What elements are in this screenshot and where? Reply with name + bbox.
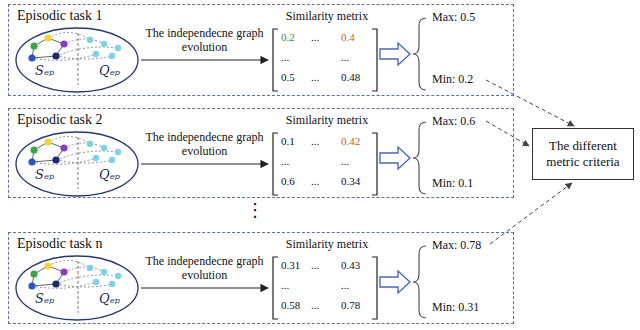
right-bracket bbox=[372, 257, 377, 319]
matrix-cell: ... bbox=[341, 51, 349, 64]
evolution-arrow bbox=[141, 163, 268, 164]
matrix-cell: 0.31 bbox=[281, 259, 300, 272]
block-arrow-brace bbox=[380, 18, 426, 90]
matrix-cell: ... bbox=[311, 259, 319, 272]
matrix-cell: 0.2 bbox=[281, 31, 295, 44]
matrix-cell: 0.6 bbox=[281, 175, 295, 188]
block-arrow-brace bbox=[380, 122, 426, 194]
criteria-arrow bbox=[486, 121, 529, 146]
evolution-arrow bbox=[141, 59, 268, 60]
task-title: Episodic task 1 bbox=[17, 8, 103, 25]
edge-label: The independecne graph evolution bbox=[144, 27, 265, 55]
matrix-cell: 0.1 bbox=[281, 135, 295, 148]
matrix-cell: ... bbox=[311, 175, 319, 188]
extreme-value: Max: 0.6 bbox=[432, 114, 475, 128]
extreme-value: Max: 0.78 bbox=[432, 238, 481, 252]
ellipse-outline bbox=[15, 131, 139, 197]
graph-ellipse: Sₑₚ Qₑₚ bbox=[15, 131, 139, 197]
set-symbol: Qₑₚ bbox=[99, 291, 120, 307]
set-symbol: Qₑₚ bbox=[99, 167, 120, 183]
continuation-dots: ⋮ bbox=[246, 201, 264, 219]
left-bracket bbox=[273, 29, 278, 91]
left-bracket bbox=[273, 133, 278, 195]
graph-illustration bbox=[28, 136, 121, 189]
matrix-heading: Similarity metrix bbox=[271, 237, 383, 251]
task-title: Episodic task n bbox=[17, 236, 103, 253]
block-arrow-brace bbox=[380, 246, 426, 318]
set-symbol: Sₑₚ bbox=[35, 63, 54, 79]
set-symbol: Sₑₚ bbox=[35, 291, 54, 307]
matrix-cell: ... bbox=[311, 135, 319, 148]
matrix-cell: ... bbox=[281, 279, 289, 292]
left-bracket bbox=[273, 257, 278, 319]
matrix-cell: ... bbox=[281, 51, 289, 64]
criteria-box: The different metric criteria bbox=[532, 128, 634, 180]
ellipse-line bbox=[16, 28, 138, 92]
graph-illustration bbox=[28, 32, 121, 85]
ellipse-outline bbox=[15, 255, 139, 321]
extreme-value: Min: 0.2 bbox=[432, 72, 473, 86]
matrix-cell: ... bbox=[311, 31, 319, 44]
ellipse-line bbox=[16, 256, 138, 320]
matrix-cell: 0.5 bbox=[281, 71, 295, 84]
matrix-heading: Similarity metrix bbox=[271, 113, 383, 127]
right-bracket bbox=[372, 133, 377, 195]
set-symbol: Sₑₚ bbox=[35, 167, 54, 183]
matrix-cell: ... bbox=[341, 155, 349, 168]
edge-label: The independecne graph evolution bbox=[144, 255, 265, 283]
extreme-value: Min: 0.31 bbox=[432, 300, 479, 314]
matrix-cell: ... bbox=[311, 299, 319, 312]
evolution-arrow bbox=[141, 287, 268, 288]
matrix-cell: 0.43 bbox=[341, 259, 360, 272]
right-bracket bbox=[372, 29, 377, 91]
similarity-matrix: Similarity metrix 0.1... 0.42...... 0.6... 0… bbox=[271, 113, 383, 199]
extreme-value: Max: 0.5 bbox=[432, 10, 475, 24]
task-title: Episodic task 2 bbox=[17, 112, 103, 129]
similarity-matrix: Similarity metrix 0.2... 0.4...... 0.5... 0.… bbox=[271, 9, 383, 95]
matrix-cell: ... bbox=[311, 71, 319, 84]
matrix-cell: 0.58 bbox=[281, 299, 300, 312]
matrix-cell: 0.34 bbox=[341, 175, 360, 188]
graph-ellipse: Sₑₚ Qₑₚ bbox=[15, 255, 139, 321]
criteria-arrow bbox=[490, 183, 572, 244]
ellipse-outline bbox=[15, 27, 139, 93]
ellipse-line bbox=[16, 132, 138, 196]
matrix-heading: Similarity metrix bbox=[271, 9, 383, 23]
criteria-arrow bbox=[486, 80, 574, 126]
graph-illustration bbox=[28, 260, 121, 313]
extreme-value: Min: 0.1 bbox=[432, 176, 473, 190]
matrix-cell: 0.4 bbox=[341, 31, 355, 44]
matrix-cell: ... bbox=[341, 279, 349, 292]
matrix-cell: 0.48 bbox=[341, 71, 360, 84]
similarity-matrix: Similarity metrix 0.31... 0.43...... 0.58..… bbox=[271, 237, 383, 323]
edge-label: The independecne graph evolution bbox=[144, 131, 265, 159]
graph-ellipse: Sₑₚ Qₑₚ bbox=[15, 27, 139, 93]
matrix-cell: 0.78 bbox=[341, 299, 360, 312]
matrix-cell: 0.42 bbox=[341, 135, 360, 148]
set-symbol: Qₑₚ bbox=[99, 63, 120, 79]
criteria-text: The different metric criteria bbox=[539, 138, 627, 169]
matrix-cell: ... bbox=[281, 155, 289, 168]
